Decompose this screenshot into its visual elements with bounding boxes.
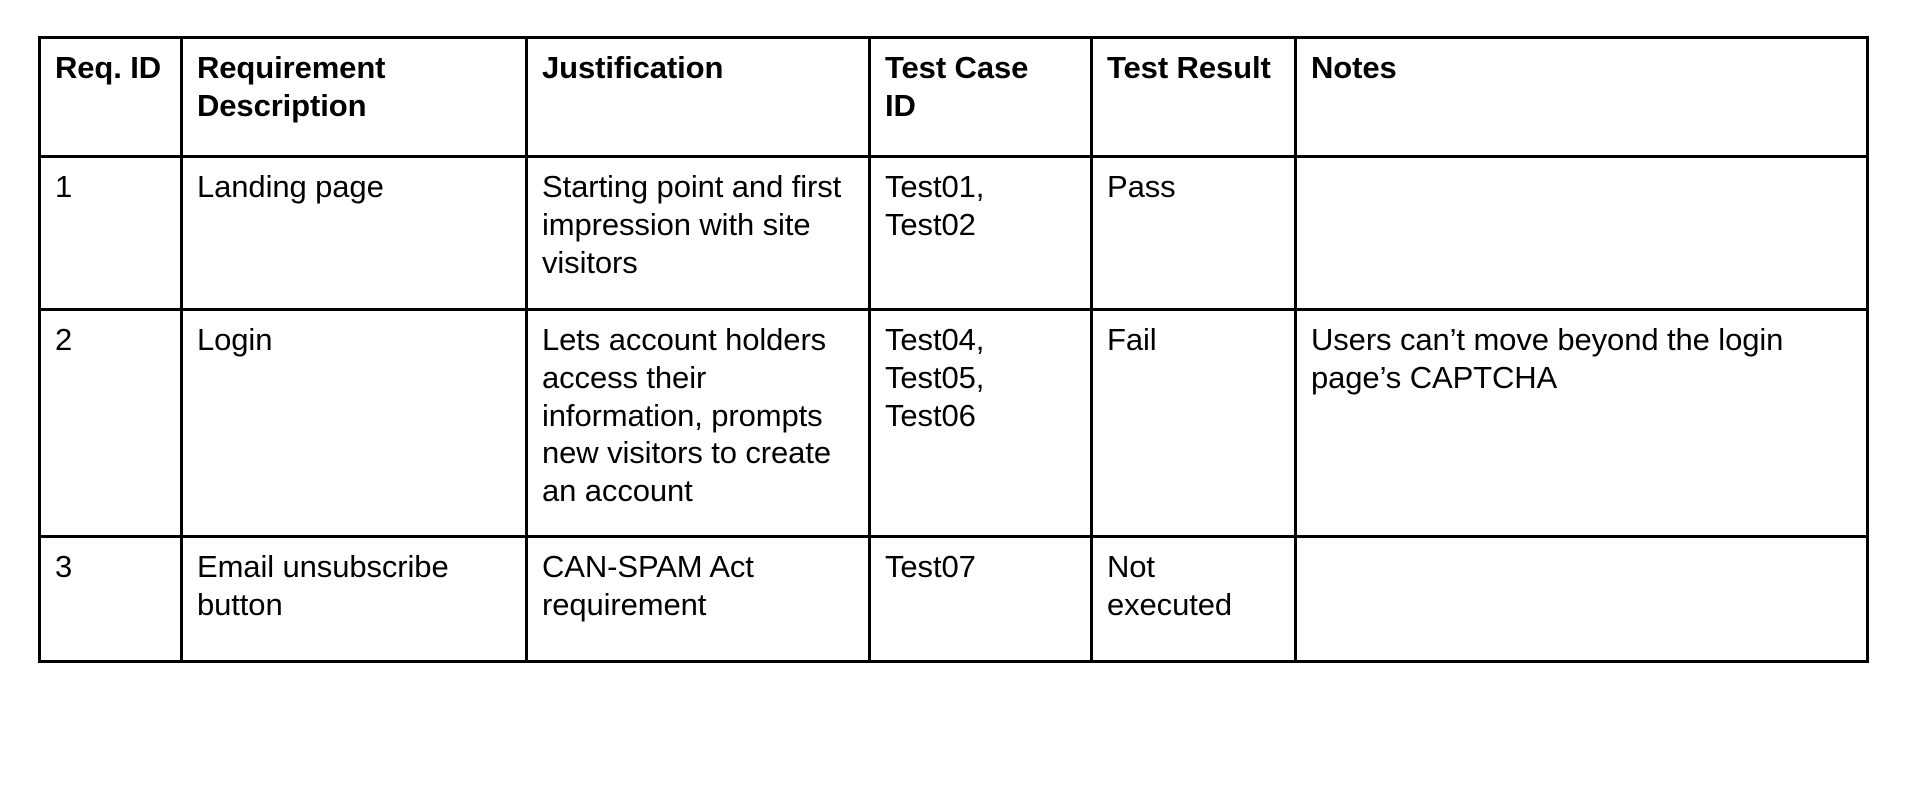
justification-value: Starting point and first impression with… xyxy=(542,169,842,280)
justification-value: Lets account holders access their inform… xyxy=(542,322,831,509)
cell-justification: Lets account holders access their inform… xyxy=(525,308,871,538)
table-header: Req. ID Requirement Description Justific… xyxy=(38,36,1869,158)
test-result-value: Not executed xyxy=(1107,549,1233,622)
cell-requirement-description: Email unsubscribe button xyxy=(180,535,528,663)
column-header-test-case-id-label: Test Case ID xyxy=(885,50,1029,123)
cell-req-id: 2 xyxy=(38,308,183,538)
column-header-justification: Justification xyxy=(525,36,871,158)
requirements-traceability-table: Req. ID Requirement Description Justific… xyxy=(38,36,1869,663)
test-result-value: Pass xyxy=(1107,169,1176,204)
notes-value: Users can’t move beyond the login page’s… xyxy=(1311,322,1784,395)
cell-notes: Users can’t move beyond the login page’s… xyxy=(1294,308,1869,538)
test-case-id-value: Test07 xyxy=(885,549,976,584)
cell-test-result: Not executed xyxy=(1090,535,1297,663)
column-header-test-result-label: Test Result xyxy=(1107,50,1271,85)
test-case-id-value: Test01, Test02 xyxy=(885,169,985,242)
cell-requirement-description: Landing page xyxy=(180,155,528,311)
table-row: 3 Email unsubscribe button CAN-SPAM Act … xyxy=(38,535,1869,663)
column-header-requirement-description-label: Requirement Description xyxy=(197,50,386,123)
table-body: 1 Landing page Starting point and first … xyxy=(38,155,1869,663)
cell-test-case-id: Test04, Test05, Test06 xyxy=(868,308,1093,538)
justification-value: CAN-SPAM Act requirement xyxy=(542,549,754,622)
cell-req-id: 1 xyxy=(38,155,183,311)
table-row: 1 Landing page Starting point and first … xyxy=(38,155,1869,311)
req-id-value: 3 xyxy=(55,549,73,584)
requirement-description-value: Landing page xyxy=(197,169,384,204)
column-header-justification-label: Justification xyxy=(542,50,724,85)
cell-test-case-id: Test07 xyxy=(868,535,1093,663)
table-row: 2 Login Lets account holders access thei… xyxy=(38,308,1869,538)
column-header-test-case-id: Test Case ID xyxy=(868,36,1093,158)
column-header-notes-label: Notes xyxy=(1311,50,1397,85)
cell-notes xyxy=(1294,155,1869,311)
req-id-value: 2 xyxy=(55,322,73,357)
column-header-req-id-label: Req. ID xyxy=(55,50,162,85)
test-result-value: Fail xyxy=(1107,322,1157,357)
cell-notes xyxy=(1294,535,1869,663)
column-header-notes: Notes xyxy=(1294,36,1869,158)
table-header-row: Req. ID Requirement Description Justific… xyxy=(38,36,1869,158)
cell-justification: CAN-SPAM Act requirement xyxy=(525,535,871,663)
req-id-value: 1 xyxy=(55,169,73,204)
requirement-description-value: Email unsubscribe button xyxy=(197,549,449,622)
test-case-id-value: Test04, Test05, Test06 xyxy=(885,322,985,433)
cell-test-case-id: Test01, Test02 xyxy=(868,155,1093,311)
requirement-description-value: Login xyxy=(197,322,273,357)
column-header-test-result: Test Result xyxy=(1090,36,1297,158)
notes-value xyxy=(1311,548,1852,549)
cell-justification: Starting point and first impression with… xyxy=(525,155,871,311)
cell-test-result: Fail xyxy=(1090,308,1297,538)
notes-value xyxy=(1311,168,1852,169)
cell-test-result: Pass xyxy=(1090,155,1297,311)
cell-req-id: 3 xyxy=(38,535,183,663)
column-header-requirement-description: Requirement Description xyxy=(180,36,528,158)
cell-requirement-description: Login xyxy=(180,308,528,538)
column-header-req-id: Req. ID xyxy=(38,36,183,158)
